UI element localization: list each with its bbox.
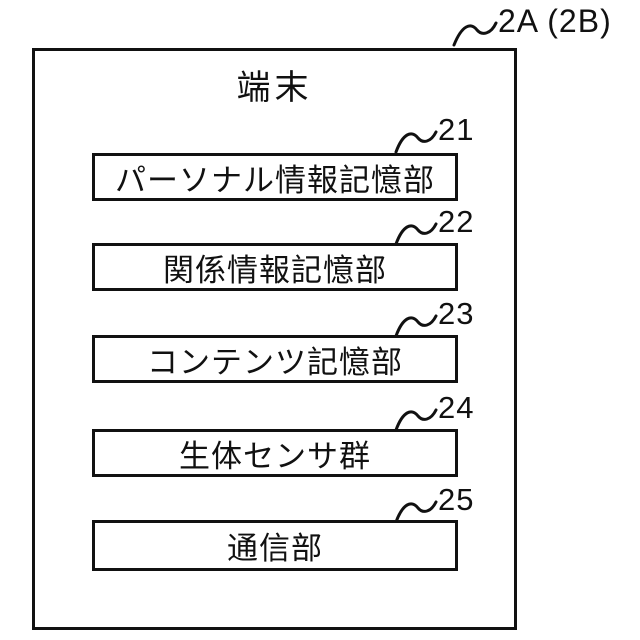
block-communication-unit: 通信部 [92,520,458,571]
ref-label-24: 24 [394,392,474,432]
block-content-storage: コンテンツ記憶部 [92,335,458,383]
leader-squiggle-icon [394,314,438,338]
ref-label-22: 22 [394,206,474,246]
ref-number: 24 [438,390,475,425]
block-label: 関係情報記憶部 [163,252,387,288]
ref-number: 23 [438,296,475,331]
block-relation-info-storage: 関係情報記憶部 [92,243,458,291]
block-bio-sensor-group: 生体センサ群 [92,429,458,477]
terminal-title: 端末 [236,69,313,107]
leader-squiggle-icon [452,21,498,47]
block-label: 生体センサ群 [179,438,371,474]
block-label: コンテンツ記憶部 [147,344,403,380]
ref-label-21: 21 [394,114,474,154]
ref-number: 21 [438,112,475,147]
block-label: 通信部 [227,531,323,566]
leader-squiggle-icon [394,130,438,154]
ref-label-25: 25 [394,484,474,524]
outer-ref-number: 2A (2B) [498,3,612,39]
leader-squiggle-icon [394,408,438,432]
block-personal-info-storage: パーソナル情報記憶部 [92,153,458,201]
ref-label-2A: 2A (2B) [452,5,612,47]
leader-squiggle-icon [394,222,438,246]
ref-number: 25 [438,482,475,517]
leader-squiggle-icon [394,500,438,524]
ref-label-23: 23 [394,298,474,338]
ref-number: 22 [438,204,475,239]
block-label: パーソナル情報記憶部 [115,162,435,198]
